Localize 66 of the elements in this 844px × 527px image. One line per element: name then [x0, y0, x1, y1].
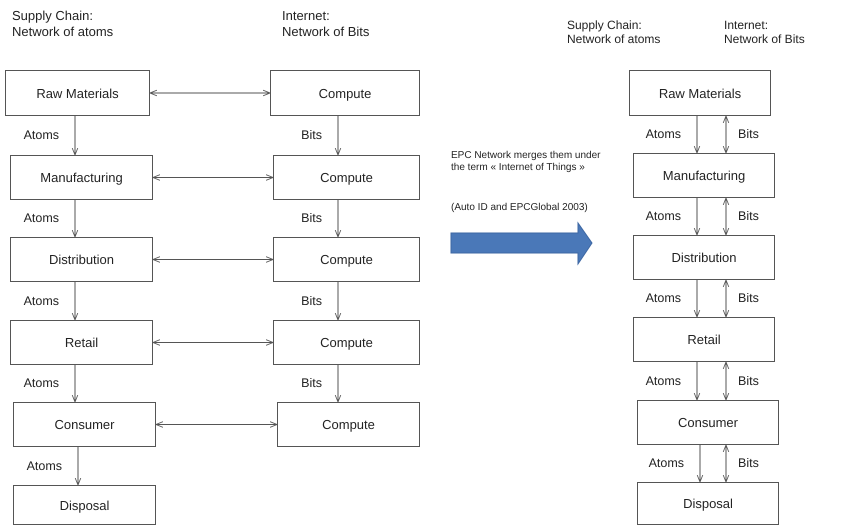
process-box: Consumer	[637, 400, 779, 445]
arrow	[722, 444, 730, 482]
arrow	[72, 364, 78, 402]
arrow	[72, 282, 78, 320]
process-box: Manufacturing	[10, 155, 153, 200]
edge-label: Bits	[738, 374, 759, 388]
process-box: Compute	[273, 320, 420, 365]
process-box: Retail	[633, 317, 775, 362]
edge-label: Bits	[301, 212, 322, 225]
edge-label: Bits	[738, 292, 759, 305]
edge-label: Atoms	[24, 294, 59, 308]
process-box: Compute	[273, 155, 420, 200]
arrow	[152, 256, 274, 263]
arrow	[722, 198, 730, 236]
arrow	[334, 116, 342, 156]
process-box: Manufacturing	[633, 153, 775, 198]
arrow	[334, 200, 342, 238]
edge-label: Atoms	[26, 460, 62, 472]
process-box: Compute	[273, 237, 420, 282]
edge-label: Atoms	[24, 129, 59, 142]
arrow	[72, 116, 78, 156]
arrow	[74, 446, 82, 486]
edge-label: Atoms	[24, 377, 59, 390]
edge-label: Bits	[301, 129, 322, 142]
edge-label: Atoms	[646, 128, 681, 141]
arrow	[722, 280, 730, 318]
arrow	[694, 280, 700, 318]
arrow	[334, 282, 342, 320]
arrow	[72, 200, 78, 238]
edge-label: Bits	[301, 377, 322, 390]
process-box: Disposal	[13, 485, 156, 525]
edge-label: Bits	[738, 210, 759, 223]
process-box: Compute	[270, 70, 420, 116]
edge-label: Bits	[738, 128, 759, 141]
edge-label: Atoms	[646, 210, 681, 223]
column-heading: Internet: Network of Bits	[282, 8, 370, 40]
edge-label: Bits	[738, 457, 759, 470]
edge-label: Atoms	[646, 374, 681, 388]
arrow	[694, 198, 700, 236]
note: (Auto ID and EPCGlobal 2003)	[451, 202, 589, 214]
edge-label: Atoms	[646, 292, 681, 305]
process-box: Distribution	[633, 235, 775, 280]
column-heading: Supply Chain: Network of atoms	[567, 18, 662, 47]
arrow	[696, 444, 704, 482]
arrow	[150, 90, 270, 96]
arrow	[722, 116, 730, 154]
edge-label: Atoms	[648, 457, 684, 470]
process-box: Consumer	[13, 402, 156, 447]
process-box: Raw Materials	[629, 70, 771, 116]
process-box: Retail	[10, 320, 153, 365]
process-box: Distribution	[10, 237, 153, 282]
arrow	[722, 362, 730, 400]
arrow	[152, 339, 274, 346]
edge-label: Bits	[301, 294, 322, 308]
arrow	[694, 362, 700, 400]
column-heading: Internet: Network of Bits	[724, 18, 806, 47]
note: EPC Network merges them under the term « Internet of Things »	[451, 150, 602, 174]
arrow	[334, 364, 342, 402]
process-box: Compute	[277, 402, 420, 447]
edge-label: Atoms	[24, 212, 59, 225]
process-box: Raw Materials	[5, 70, 150, 116]
arrow	[156, 421, 278, 428]
process-box: Disposal	[637, 482, 779, 525]
arrow	[152, 174, 274, 181]
column-heading: Supply Chain: Network of atoms	[12, 8, 114, 40]
arrow	[694, 116, 700, 154]
